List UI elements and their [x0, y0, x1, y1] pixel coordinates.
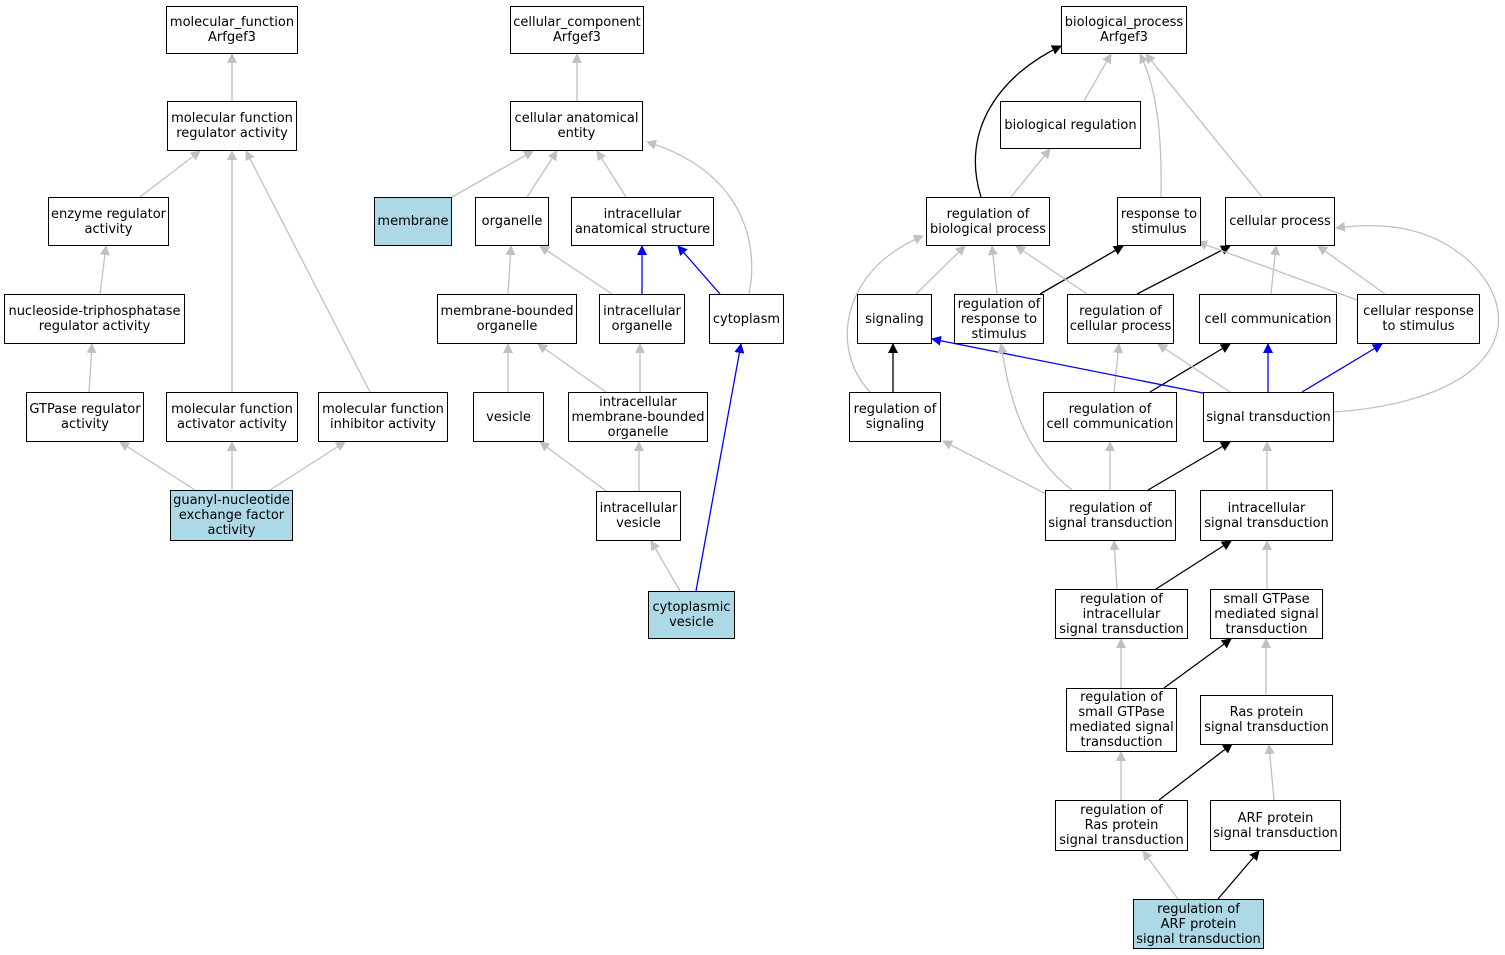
- edge-is-a: [987, 245, 998, 295]
- node-biological-process-root[interactable]: biological_process Arfgef3: [1061, 6, 1187, 54]
- node-regulation-of-cell-communication[interactable]: regulation of cell communication: [1043, 392, 1177, 442]
- edge-is-a: [139, 150, 201, 198]
- edge-is-a: [1142, 850, 1179, 900]
- edge-regulates: [1039, 245, 1124, 295]
- node-molecular-function-inhibitor-activity[interactable]: molecular function inhibitor activity: [318, 392, 448, 442]
- edge-is-a: [942, 440, 1047, 495]
- edge-is-a: [505, 245, 516, 295]
- edge-is-a: [1317, 245, 1386, 295]
- node-molecular-function-root[interactable]: molecular_function Arfgef3: [166, 6, 298, 54]
- node-intracellular-anatomical-structure[interactable]: intracellular anatomical structure: [571, 197, 714, 246]
- node-regulation-of-intracellular-signal-transduction[interactable]: regulation of intracellular signal trans…: [1055, 589, 1188, 639]
- edge-is-a: [1113, 343, 1124, 393]
- edge-regulates: [1149, 343, 1231, 393]
- node-cellular-process[interactable]: cellular process: [1225, 197, 1335, 246]
- node-organelle[interactable]: organelle: [475, 197, 549, 246]
- node-small-gtpase-mediated-signal-transduction[interactable]: small GTPase mediated signal transductio…: [1210, 589, 1323, 639]
- node-regulation-of-arf-protein-signal-transduction[interactable]: regulation of ARF protein signal transdu…: [1133, 899, 1264, 949]
- edge-is-a: [650, 540, 681, 592]
- edge-is-a: [846, 234, 924, 393]
- edge-is-a: [1157, 343, 1231, 393]
- node-regulation-of-cellular-process[interactable]: regulation of cellular process: [1067, 294, 1174, 344]
- edge-is-a: [1083, 53, 1112, 102]
- node-cytoplasmic-vesicle[interactable]: cytoplasmic vesicle: [648, 591, 735, 639]
- node-molecular-function-activator-activity[interactable]: molecular function activator activity: [166, 392, 298, 442]
- edge-part-of: [931, 335, 1204, 394]
- edge-is-a: [269, 441, 346, 491]
- edge-is-a: [537, 343, 607, 393]
- node-cytoplasm[interactable]: cytoplasm: [709, 294, 784, 344]
- node-gtpase-regulator-activity[interactable]: GTPase regulator activity: [26, 392, 144, 442]
- edge-regulates: [1163, 638, 1232, 689]
- edge-is-a: [526, 150, 558, 198]
- edge-is-a: [1333, 221, 1500, 413]
- edge-is-a: [596, 150, 627, 198]
- node-nucleoside-triphosphatase-regulator-activity[interactable]: nucleoside-triphosphatase regulator acti…: [4, 294, 185, 344]
- node-cellular-anatomical-entity[interactable]: cellular anatomical entity: [510, 101, 643, 151]
- edge-part-of: [677, 245, 721, 295]
- edge-is-a: [1109, 540, 1120, 590]
- node-signal-transduction[interactable]: signal transduction: [1203, 392, 1334, 442]
- node-regulation-of-response-to-stimulus[interactable]: regulation of response to stimulus: [954, 294, 1044, 344]
- node-regulation-of-signaling[interactable]: regulation of signaling: [849, 392, 941, 442]
- edge-is-a: [539, 245, 613, 295]
- node-regulation-of-small-gtpase-mediated-signal-transduction[interactable]: regulation of small GTPase mediated sign…: [1066, 688, 1177, 752]
- edge-regulates: [974, 45, 1062, 198]
- node-intracellular-organelle[interactable]: intracellular organelle: [599, 294, 685, 344]
- edge-regulates: [1155, 540, 1232, 590]
- edge-is-a: [915, 245, 966, 295]
- edge-is-a: [86, 343, 97, 393]
- node-membrane[interactable]: membrane: [374, 197, 452, 246]
- edge-is-a: [1145, 53, 1263, 198]
- node-response-to-stimulus[interactable]: response to stimulus: [1117, 197, 1201, 246]
- node-membrane-bounded-organelle[interactable]: membrane-bounded organelle: [437, 294, 577, 344]
- node-cellular-response-to-stimulus[interactable]: cellular response to stimulus: [1357, 294, 1480, 344]
- edge-part-of: [1301, 343, 1383, 393]
- node-ras-protein-signal-transduction[interactable]: Ras protein signal transduction: [1200, 695, 1333, 745]
- edge-regulates: [1217, 850, 1260, 900]
- node-molecular-function-regulator-activity[interactable]: molecular function regulator activity: [167, 101, 297, 151]
- node-regulation-of-biological-process[interactable]: regulation of biological process: [926, 197, 1050, 246]
- node-intracellular-signal-transduction[interactable]: intracellular signal transduction: [1200, 490, 1333, 541]
- node-intracellular-membrane-bounded-organelle[interactable]: intracellular membrane-bounded organelle: [568, 392, 708, 442]
- node-cellular-component-root[interactable]: cellular_component Arfgef3: [510, 6, 644, 54]
- edge-is-a: [539, 441, 607, 492]
- edge-regulates: [1136, 245, 1231, 295]
- edge-is-a: [1264, 744, 1275, 801]
- edge-is-a: [646, 139, 753, 295]
- edge-is-a: [451, 150, 534, 198]
- node-signaling[interactable]: signaling: [857, 294, 932, 344]
- edge-regulates: [1147, 441, 1231, 491]
- node-arf-protein-signal-transduction[interactable]: ARF protein signal transduction: [1210, 800, 1341, 851]
- node-biological-regulation[interactable]: biological regulation: [1000, 101, 1141, 149]
- edge-is-a: [1015, 245, 1088, 295]
- edge-is-a: [997, 343, 1073, 491]
- node-enzyme-regulator-activity[interactable]: enzyme regulator activity: [48, 197, 169, 246]
- edge-is-a: [99, 245, 110, 295]
- node-cell-communication[interactable]: cell communication: [1199, 294, 1337, 344]
- edge-is-a: [1197, 240, 1358, 301]
- node-regulation-of-ras-protein-signal-transduction[interactable]: regulation of Ras protein signal transdu…: [1055, 800, 1188, 851]
- edge-is-a: [1139, 53, 1162, 198]
- edge-regulates: [1158, 743, 1233, 801]
- edge-is-a: [245, 150, 371, 393]
- edge-is-a: [1010, 148, 1051, 198]
- node-intracellular-vesicle[interactable]: intracellular vesicle: [596, 491, 681, 541]
- edge-part-of: [695, 343, 745, 592]
- node-regulation-of-signal-transduction[interactable]: regulation of signal transduction: [1045, 490, 1176, 541]
- node-vesicle[interactable]: vesicle: [473, 392, 544, 442]
- node-guanyl-nucleotide-exchange-factor-activity[interactable]: guanyl-nucleotide exchange factor activi…: [170, 490, 293, 541]
- edge-is-a: [119, 441, 196, 491]
